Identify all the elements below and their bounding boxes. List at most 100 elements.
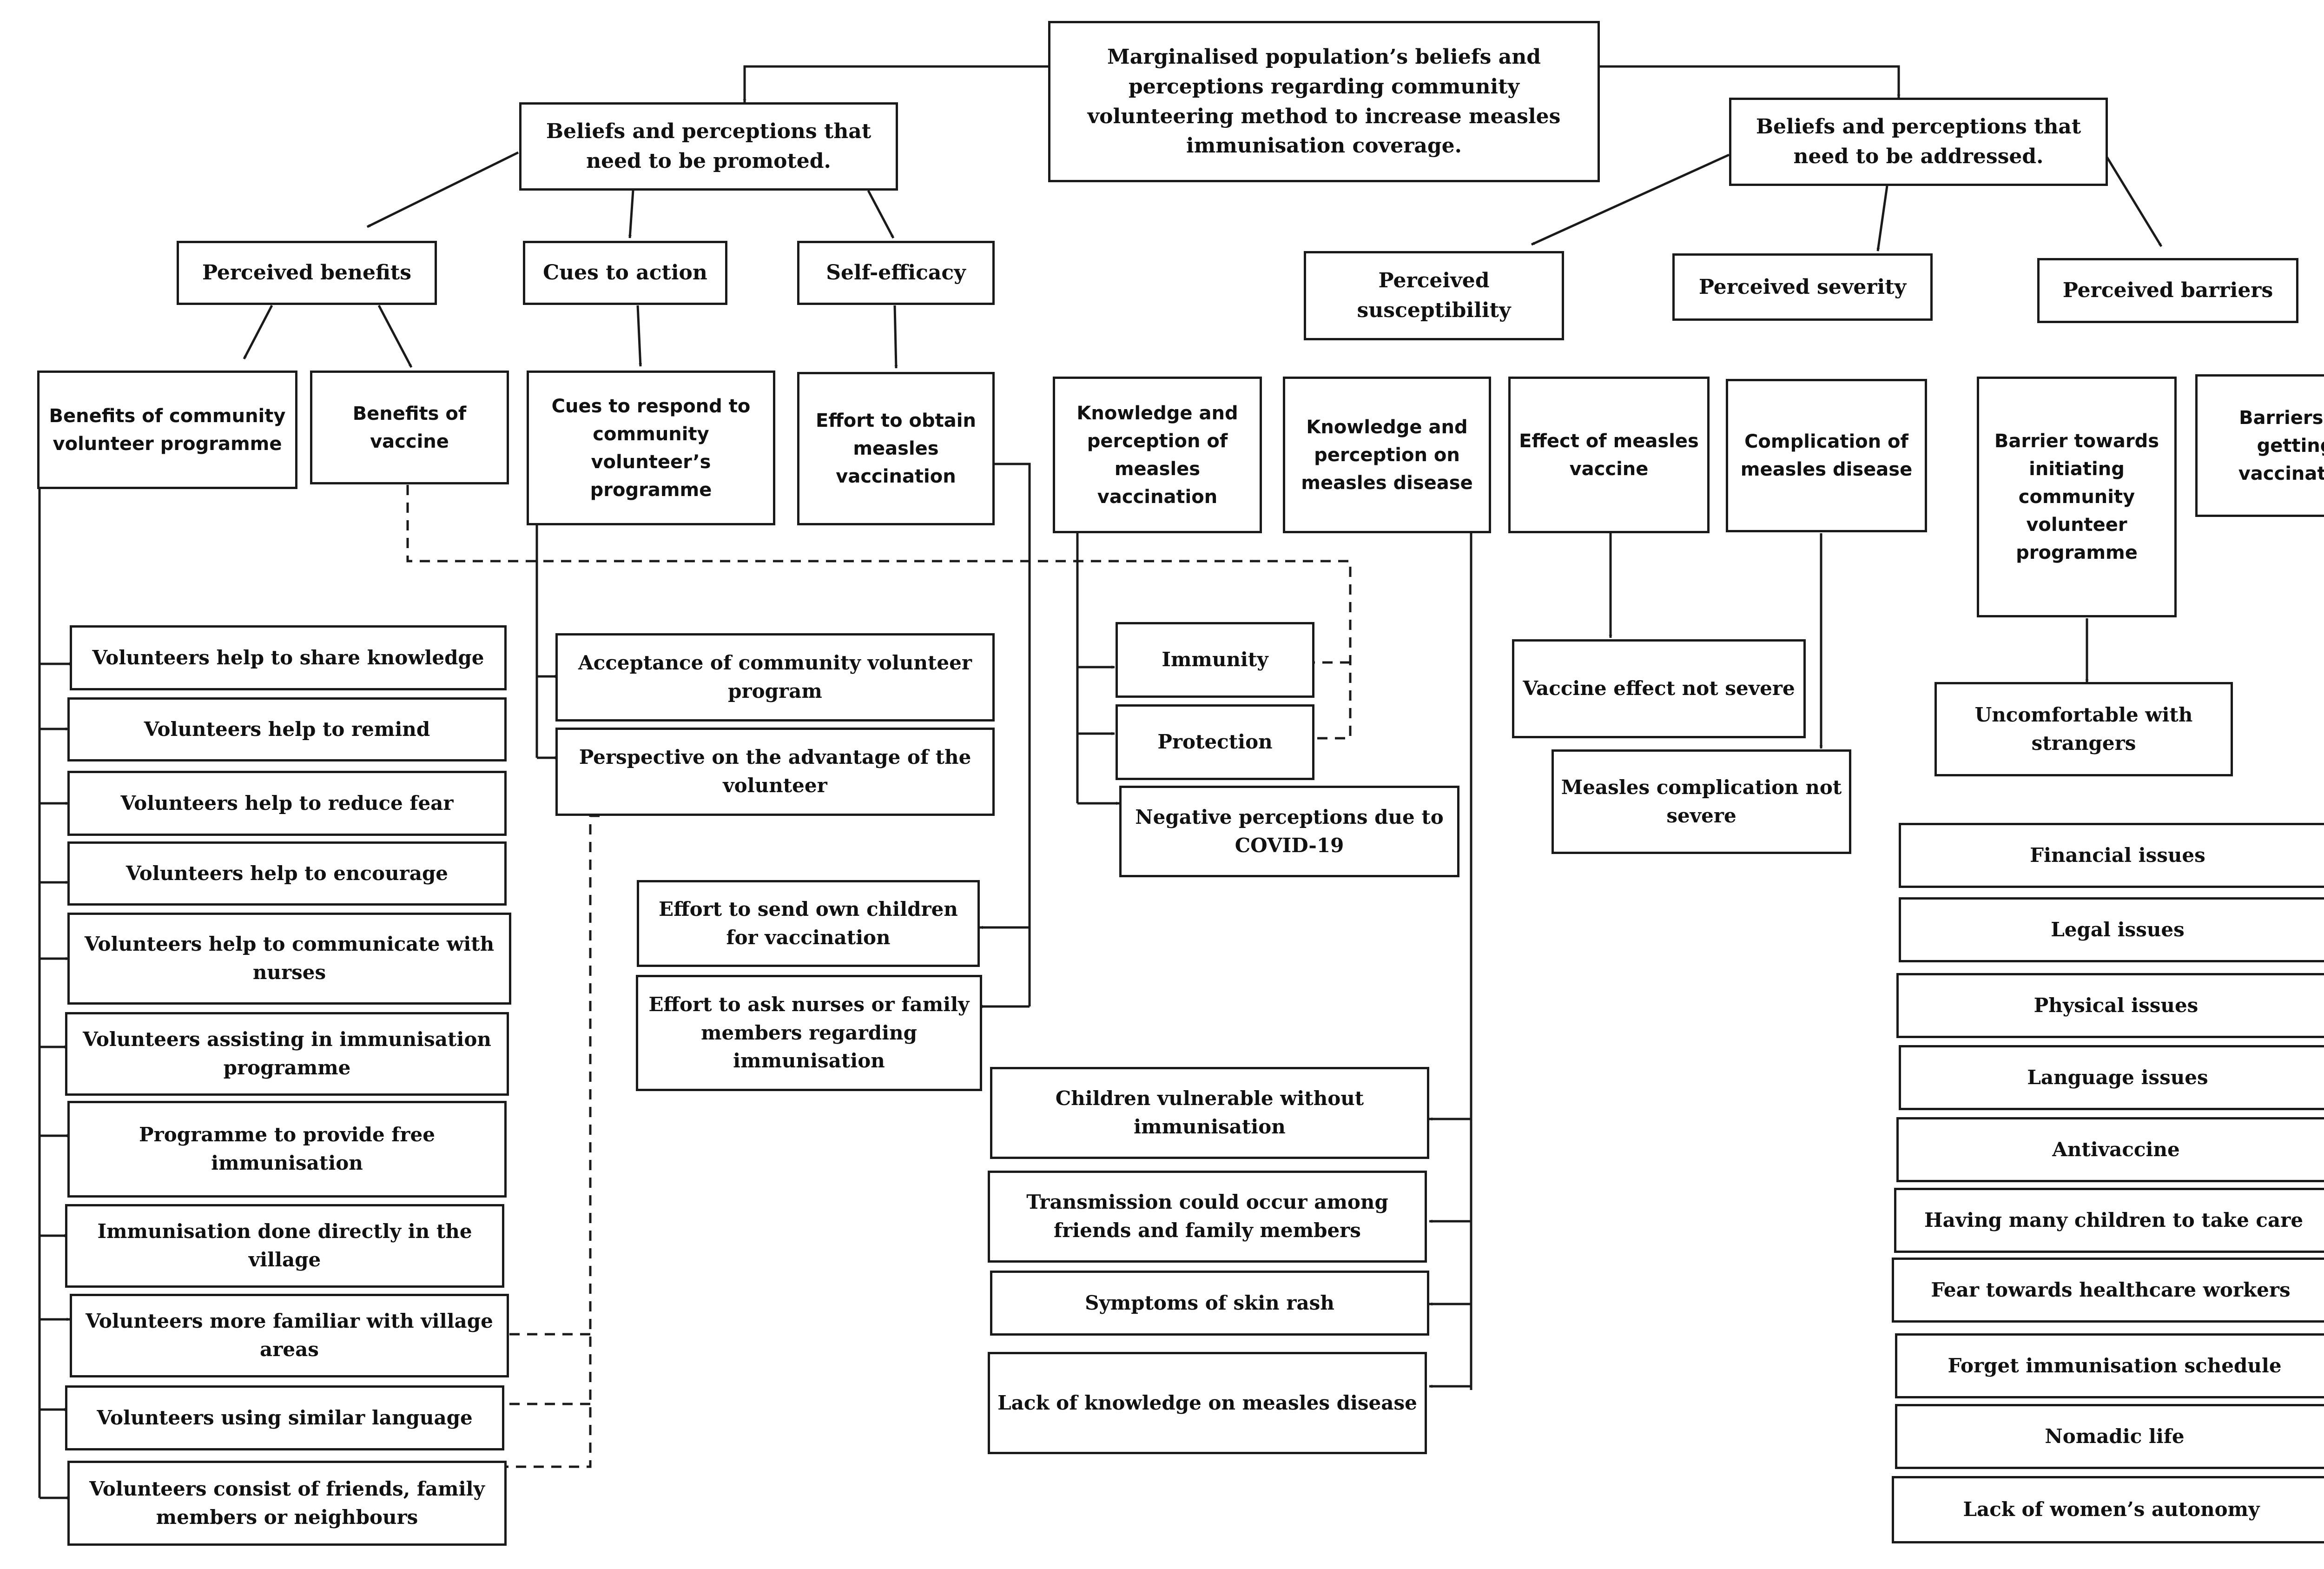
- cues-respond-node: Cues to respond to community volunteer’s…: [527, 371, 775, 525]
- benefits-programme-node: Benefits of community volunteer programm…: [37, 371, 297, 489]
- promoted-node: Beliefs and perceptions that need to be …: [519, 102, 898, 191]
- arrow-to-perceived-benefits: [366, 151, 519, 228]
- list-item: Volunteers assisting in immunisation pro…: [65, 1012, 509, 1096]
- list-item-label: Negative perceptions due to COVID-19: [1135, 805, 1444, 857]
- list-item: Lack of women’s autonomy: [1892, 1476, 2324, 1543]
- arrow-to-severity: [1876, 185, 1888, 252]
- list-item: Language issues: [1899, 1045, 2324, 1110]
- root-node: Marginalised population’s beliefs and pe…: [1048, 21, 1600, 182]
- list-item-label: Programme to provide free immunisation: [139, 1123, 435, 1174]
- perceived-severity-node: Perceived severity: [1672, 253, 1933, 321]
- list-item-label: Immunity: [1162, 648, 1268, 671]
- list-item-label: Nomadic life: [2045, 1424, 2185, 1448]
- list-item-label: Volunteers help to communicate with nurs…: [84, 933, 495, 984]
- list-item-label: Forget immunisation schedule: [1948, 1354, 2282, 1377]
- list-item-label: Protection: [1157, 730, 1273, 754]
- effort-vaccination-title: Effort to obtain measles vaccination: [816, 410, 976, 487]
- list-item-label: Volunteers assisting in immunisation pro…: [83, 1028, 491, 1079]
- list-item-label: Volunteers consist of friends, family me…: [89, 1477, 485, 1529]
- effort-vaccination-node: Effort to obtain measles vaccination: [797, 372, 995, 525]
- effect-vaccine-node: Effect of measles vaccine: [1508, 377, 1710, 533]
- list-item: Uncomfortable with strangers: [1934, 682, 2233, 776]
- barrier-programme-node: Barrier towards initiating community vol…: [1977, 377, 2177, 617]
- list-item-label: Effort to send own children for vaccinat…: [659, 897, 958, 949]
- list-item: Forget immunisation schedule: [1895, 1333, 2324, 1398]
- knowledge-disease-title: Knowledge and perception on measles dise…: [1301, 416, 1473, 494]
- list-item: Effort to send own children for vaccinat…: [637, 880, 980, 967]
- list-item-label: Physical issues: [2034, 993, 2199, 1017]
- knowledge-vaccination-node: Knowledge and perception of measles vacc…: [1053, 377, 1262, 533]
- knowledge-disease-node: Knowledge and perception on measles dise…: [1283, 377, 1491, 533]
- list-item-label: Having many children to take care: [1924, 1208, 2304, 1231]
- list-item: Nomadic life: [1895, 1404, 2324, 1469]
- list-item: Volunteers help to communicate with nurs…: [67, 913, 511, 1005]
- perceived-severity-title: Perceived severity: [1698, 275, 1907, 299]
- cues-respond-title: Cues to respond to community volunteer’s…: [551, 395, 751, 501]
- list-item: Perspective on the advantage of the volu…: [555, 728, 995, 816]
- perceived-susceptibility-title: Perceived susceptibility: [1357, 269, 1511, 322]
- list-item: Fear towards healthcare workers: [1892, 1258, 2324, 1323]
- list-item: Volunteers help to encourage: [67, 841, 507, 906]
- promoted-title: Beliefs and perceptions that need to be …: [546, 119, 872, 173]
- list-item: Programme to provide free immunisation: [67, 1101, 507, 1198]
- complication-node: Complication of measles disease: [1726, 379, 1927, 532]
- list-item-label: Financial issues: [2030, 843, 2205, 867]
- list-item: Volunteers help to share knowledge: [70, 625, 507, 690]
- list-item-label: Volunteers help to reduce fear: [120, 791, 454, 814]
- arrow-to-effort-sub: [893, 305, 898, 369]
- perceived-barriers-title: Perceived barriers: [2062, 278, 2273, 303]
- list-item-label: Volunteers help to encourage: [125, 861, 449, 885]
- cues-to-action-title: Cues to action: [543, 261, 707, 285]
- list-item-label: Volunteers using similar language: [97, 1406, 473, 1429]
- cues-to-action-node: Cues to action: [523, 241, 727, 305]
- benefits-programme-title: Benefits of community volunteer programm…: [49, 405, 286, 455]
- list-item-label: Volunteers help to remind: [144, 717, 430, 741]
- list-item: Volunteers consist of friends, family me…: [67, 1461, 507, 1546]
- list-item: Immunisation done directly in the villag…: [65, 1204, 504, 1288]
- benefits-vaccine-title: Benefits of vaccine: [352, 403, 467, 452]
- list-item-label: Measles complication not severe: [1561, 775, 1842, 827]
- list-item: Protection: [1116, 704, 1314, 780]
- knowledge-vaccination-title: Knowledge and perception of measles vacc…: [1076, 402, 1238, 508]
- arrow-root-to-promoted: [743, 65, 1048, 103]
- self-efficacy-node: Self-efficacy: [797, 241, 995, 305]
- list-item: Physical issues: [1896, 973, 2324, 1038]
- list-item: Vaccine effect not severe: [1512, 639, 1806, 738]
- arrow-to-self-efficacy: [867, 190, 895, 239]
- list-item: Legal issues: [1899, 897, 2324, 962]
- complication-title: Complication of measles disease: [1740, 431, 1913, 480]
- list-item: Symptoms of skin rash: [990, 1271, 1429, 1336]
- list-item-label: Legal issues: [2051, 918, 2185, 941]
- list-item-label: Vaccine effect not severe: [1523, 677, 1795, 700]
- addressed-node: Beliefs and perceptions that need to be …: [1729, 98, 2108, 186]
- list-item-label: Immunisation done directly in the villag…: [97, 1220, 472, 1271]
- list-item-label: Lack of women’s autonomy: [1963, 1498, 2260, 1521]
- list-item-label: Effort to ask nurses or family members r…: [648, 993, 970, 1072]
- barrier-programme-title: Barrier towards initiating community vol…: [1994, 430, 2159, 563]
- perceived-barriers-node: Perceived barriers: [2037, 258, 2298, 323]
- list-item-label: Acceptance of community volunteer progra…: [578, 651, 972, 702]
- list-item-label: Language issues: [2027, 1066, 2208, 1089]
- list-item-label: Transmission could occur among friends a…: [1026, 1191, 1388, 1242]
- list-item: Volunteers help to remind: [67, 697, 507, 761]
- list-item: Volunteers using similar language: [65, 1385, 504, 1450]
- arrow-root-to-addressed: [1600, 65, 1901, 98]
- arrow-to-susceptibility: [1531, 153, 1730, 246]
- benefits-vaccine-node: Benefits of vaccine: [310, 371, 509, 484]
- line-effort-list: [995, 463, 1031, 1006]
- list-item-label: Children vulnerable without immunisation: [1055, 1087, 1364, 1138]
- arrow-to-benefit-programme: [243, 305, 273, 360]
- effect-vaccine-title: Effect of measles vaccine: [1519, 430, 1699, 480]
- self-efficacy-title: Self-efficacy: [826, 261, 966, 285]
- list-item-label: Antivaccine: [2052, 1138, 2180, 1161]
- perceived-benefits-node: Perceived benefits: [177, 241, 437, 305]
- list-item-label: Fear towards healthcare workers: [1931, 1278, 2291, 1301]
- perceived-susceptibility-node: Perceived susceptibility: [1304, 251, 1564, 340]
- list-item-label: Lack of knowledge on measles disease: [997, 1391, 1417, 1414]
- list-item-label: Volunteers more familiar with village ar…: [86, 1310, 493, 1361]
- list-item: Financial issues: [1899, 823, 2324, 888]
- list-item: Volunteers help to reduce fear: [67, 771, 507, 836]
- arrow-to-cues-sub: [636, 305, 642, 367]
- root-title: Marginalised population’s beliefs and pe…: [1087, 45, 1561, 158]
